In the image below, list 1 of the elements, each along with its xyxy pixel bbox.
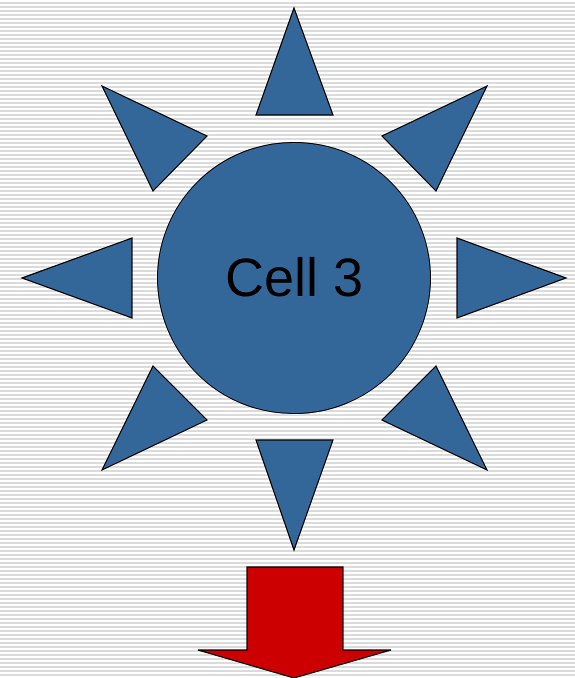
cell-label: Cell 3 <box>224 251 364 305</box>
